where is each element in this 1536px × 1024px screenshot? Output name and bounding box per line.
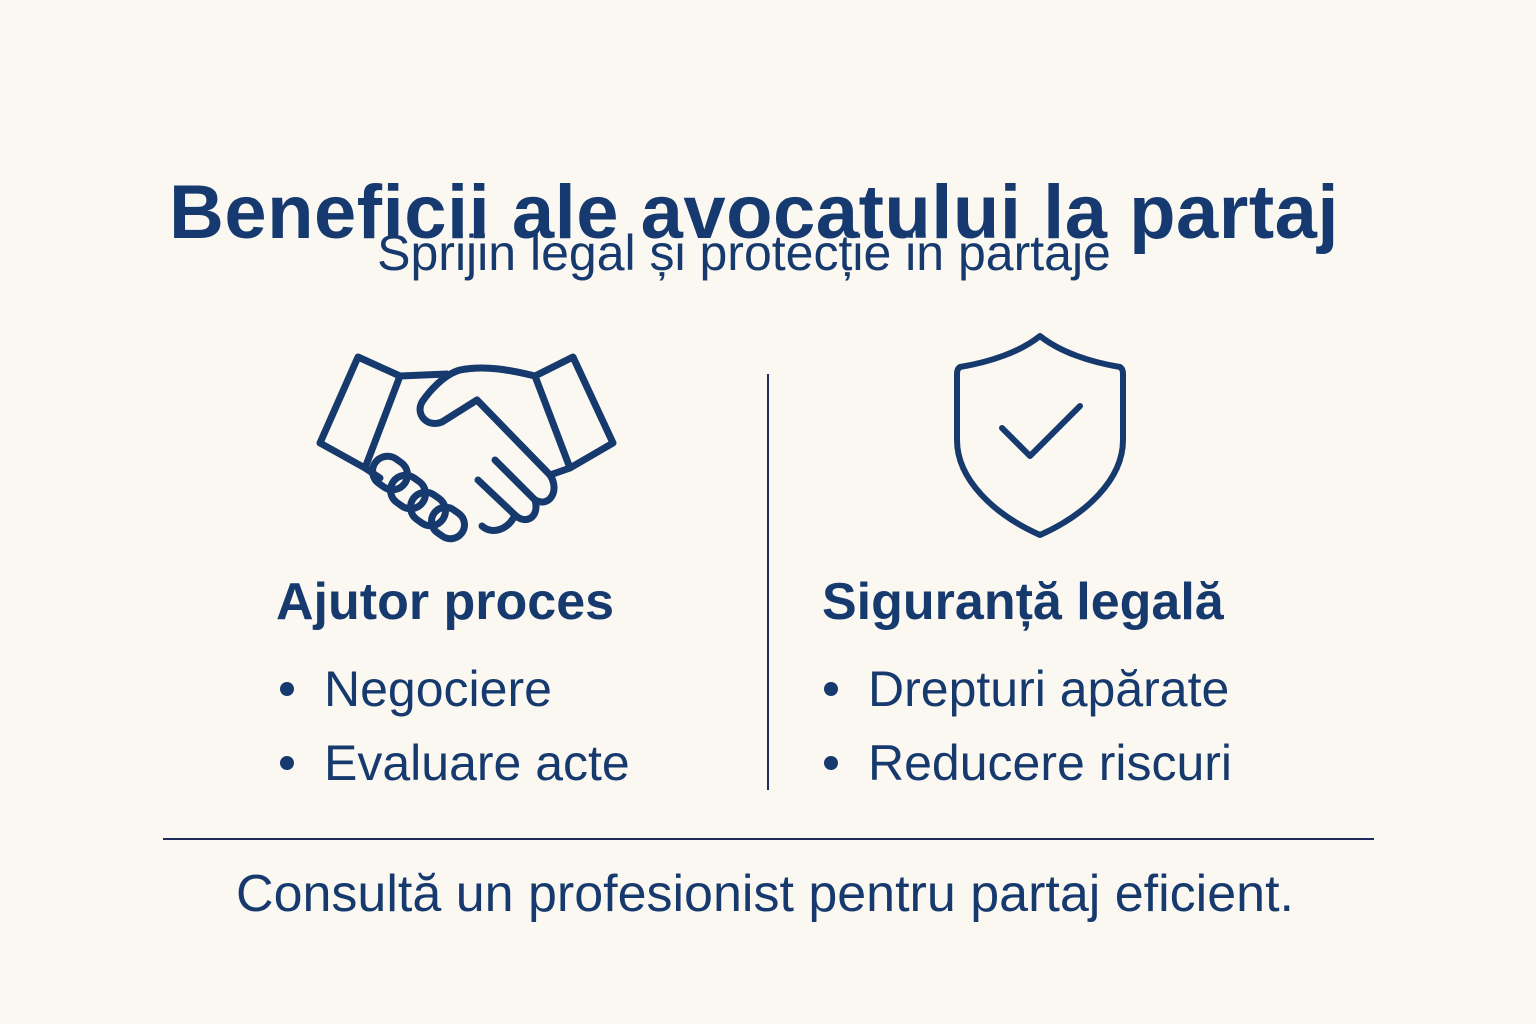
bullet-icon bbox=[280, 756, 294, 770]
bullet-icon bbox=[280, 682, 294, 696]
footer-text: Consultă un profesionist pentru partaj e… bbox=[236, 865, 1294, 923]
bullet-icon bbox=[824, 756, 838, 770]
page-title: Beneficii ale avocatului la partaj bbox=[168, 169, 1340, 255]
bullet-list-ajutor-proces: Negociere Evaluare acte bbox=[280, 652, 630, 800]
bullet-icon bbox=[824, 682, 838, 696]
handshake-icon bbox=[310, 340, 620, 550]
list-item: Drepturi apărate bbox=[824, 652, 1232, 726]
list-item-label: Drepturi apărate bbox=[868, 661, 1230, 717]
shield-check-icon bbox=[950, 330, 1130, 540]
column-title-siguranta-legala: Siguranță legală bbox=[822, 573, 1224, 631]
vertical-divider bbox=[767, 374, 769, 790]
list-item-label: Negociere bbox=[324, 661, 552, 717]
bullet-list-siguranta-legala: Drepturi apărate Reducere riscuri bbox=[824, 652, 1232, 800]
list-item: Reducere riscuri bbox=[824, 726, 1232, 800]
list-item: Negociere bbox=[280, 652, 630, 726]
page-subtitle: Sprijin legal și protecție in partaje bbox=[377, 225, 1111, 281]
list-item: Evaluare acte bbox=[280, 726, 630, 800]
column-title-ajutor-proces: Ajutor proces bbox=[276, 573, 615, 631]
list-item-label: Evaluare acte bbox=[324, 735, 630, 791]
list-item-label: Reducere riscuri bbox=[868, 735, 1233, 791]
horizontal-divider bbox=[163, 838, 1374, 840]
